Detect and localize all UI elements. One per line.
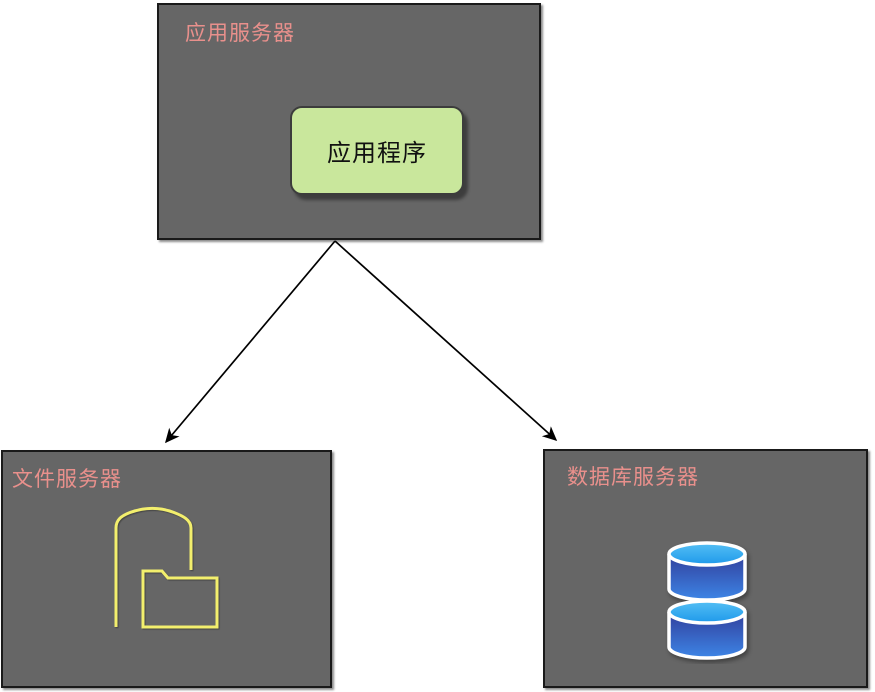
edge-app-to-file (165, 240, 336, 444)
db-server-title: 数据库服务器 (567, 465, 699, 489)
app-server-title: 应用服务器 (185, 21, 295, 45)
edge-app-to-db (334, 240, 558, 442)
node-file-server: 文件服务器 (1, 450, 332, 688)
file-server-title: 文件服务器 (12, 467, 122, 491)
node-db-server: 数据库服务器 (543, 449, 868, 688)
node-app-server: 应用服务器 应用程序 (157, 3, 541, 240)
node-application: 应用程序 (290, 106, 464, 195)
application-label: 应用程序 (327, 139, 427, 167)
